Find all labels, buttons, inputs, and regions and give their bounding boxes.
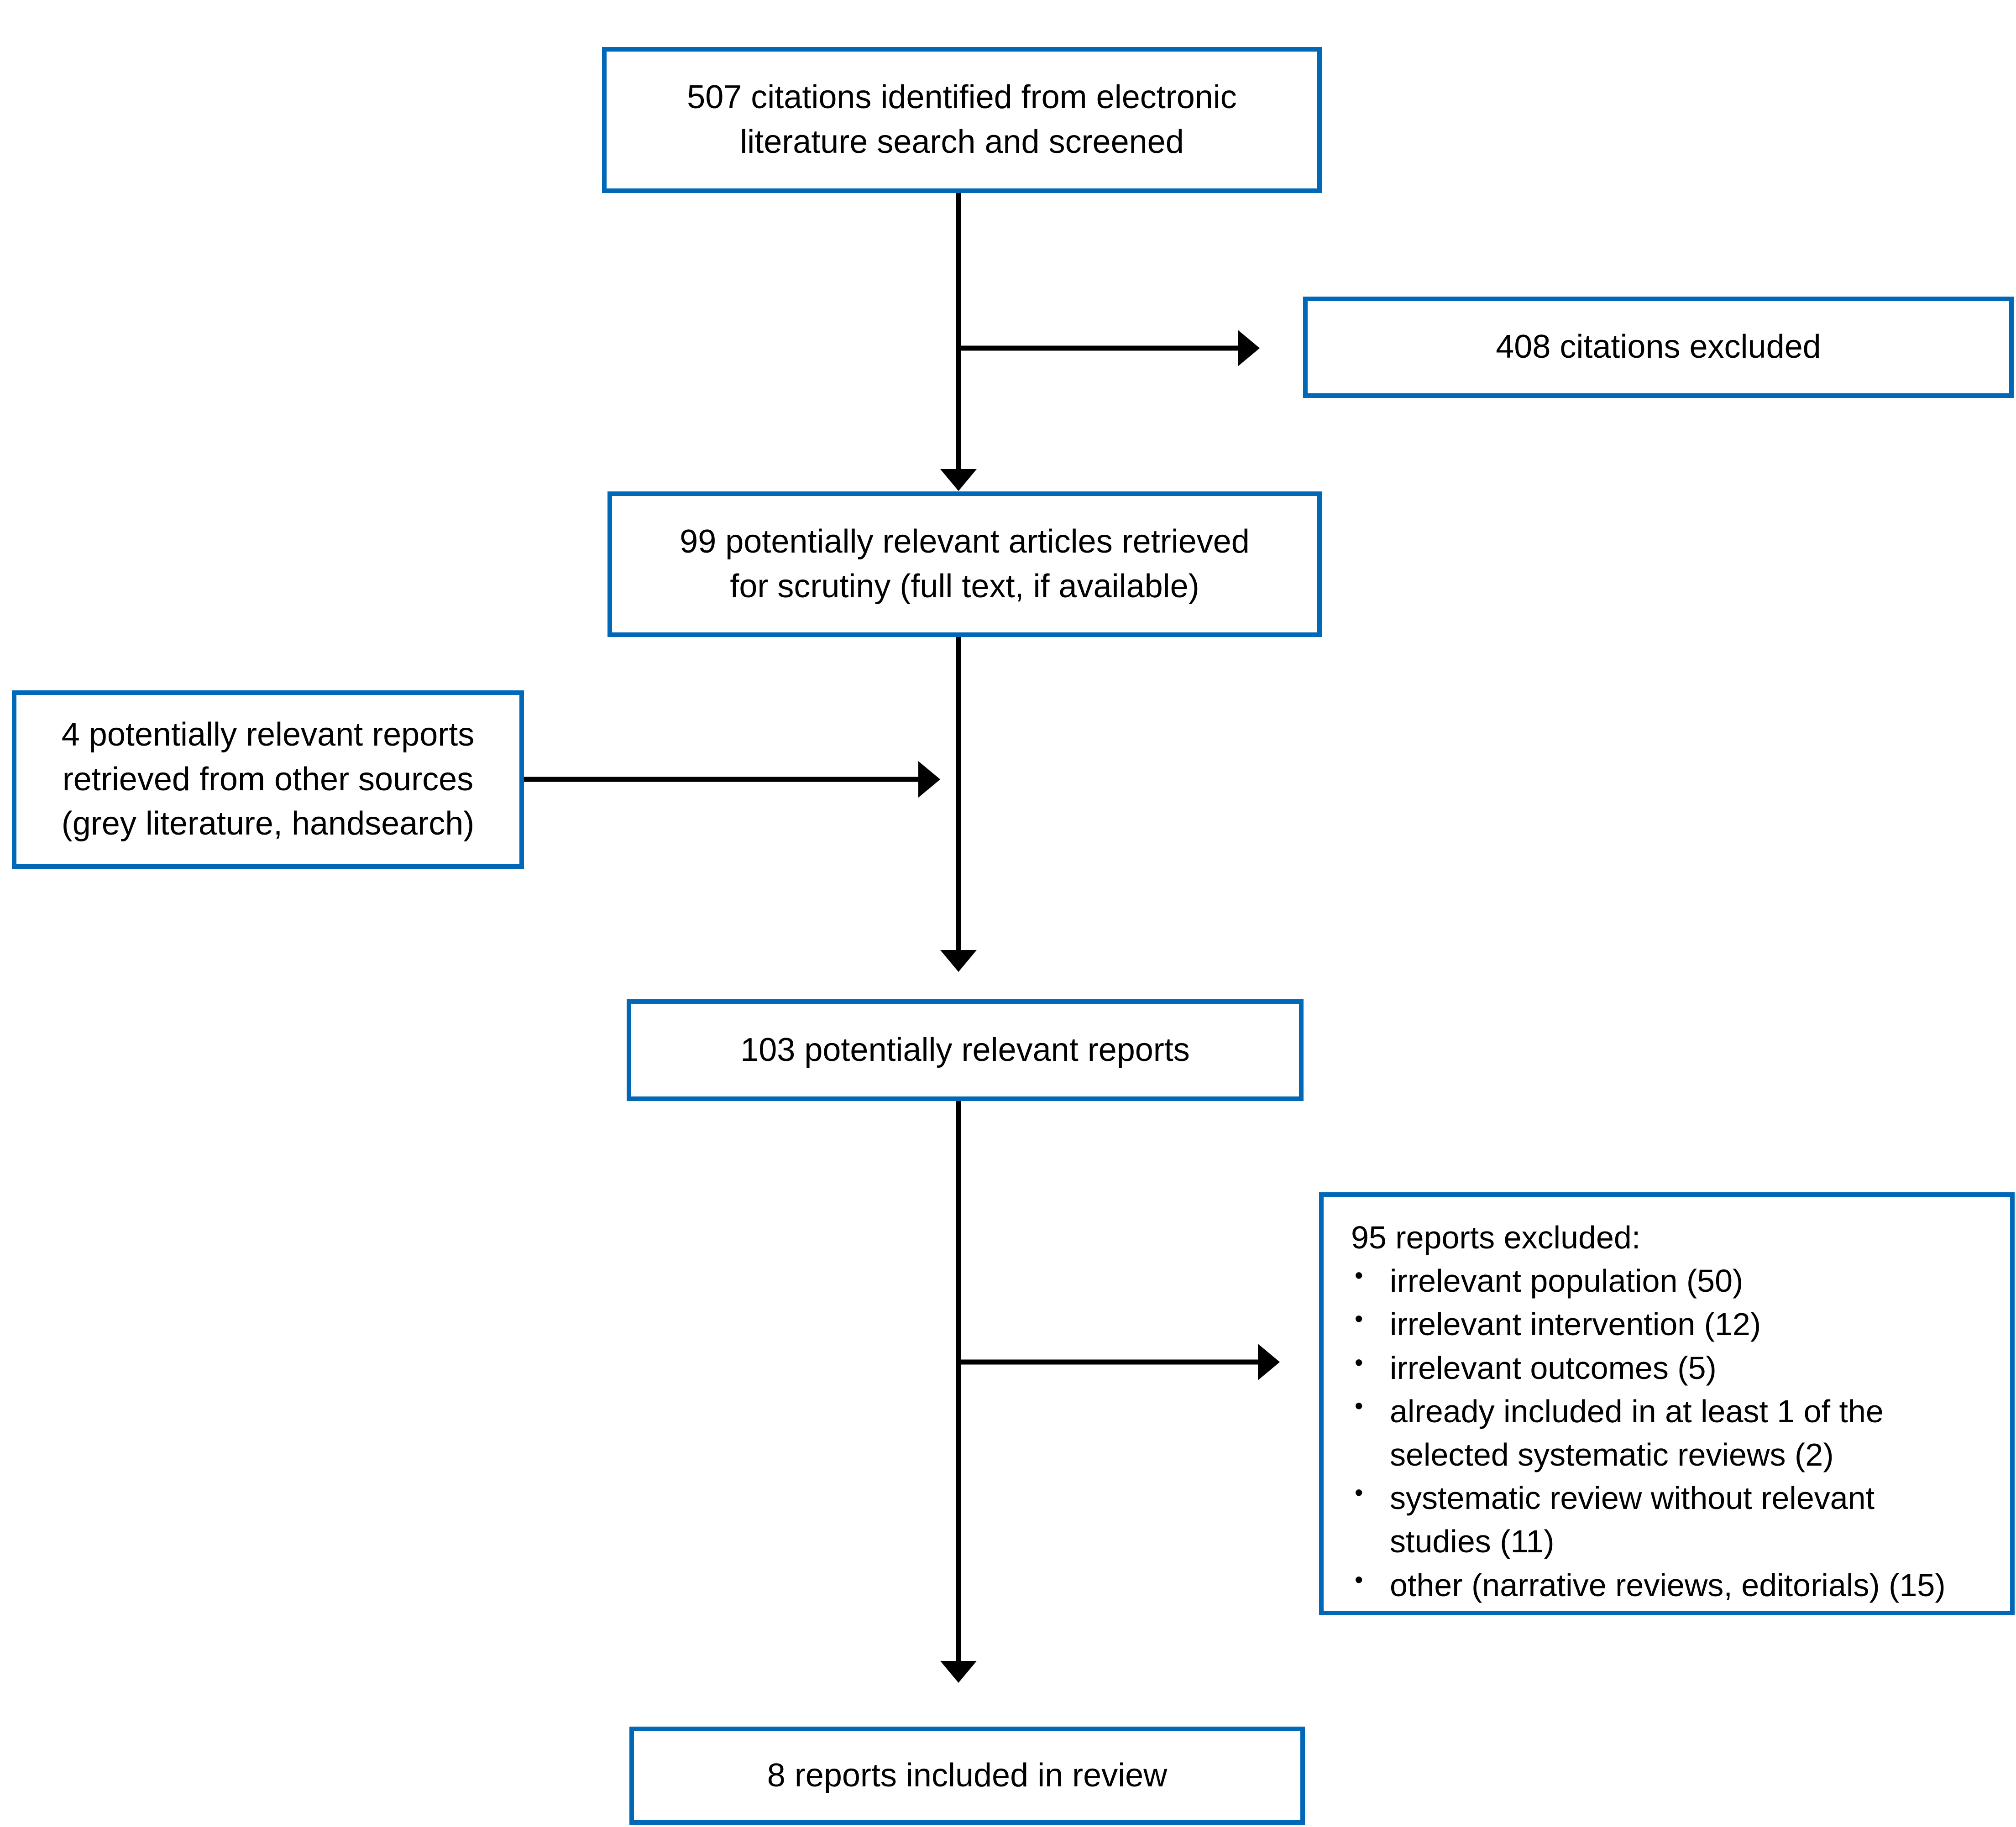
bullet-icon: • bbox=[1355, 1262, 1363, 1289]
exclusion-reason-text: irrelevant population (50) bbox=[1390, 1263, 1744, 1299]
box-citations-excluded-text: 408 citations excluded bbox=[1496, 329, 1821, 365]
bullet-icon: • bbox=[1355, 1305, 1363, 1333]
bullet-icon: • bbox=[1355, 1479, 1363, 1507]
box-combined-reports: 103 potentially relevant reports bbox=[627, 999, 1304, 1101]
exclusion-reason-item: • other (narrative reviews, editorials) … bbox=[1351, 1564, 1992, 1607]
bullet-icon: • bbox=[1355, 1392, 1363, 1420]
exclusion-reason-item: • irrelevant outcomes (5) bbox=[1351, 1347, 1992, 1390]
reports-excluded-bullet-list: • irrelevant population (50) • irrelevan… bbox=[1351, 1259, 1992, 1607]
arrowhead-down-to-retrieved bbox=[940, 469, 977, 491]
exclusion-reason-item: • already included in at least 1 of the … bbox=[1351, 1390, 1992, 1477]
box-combined-reports-text: 103 potentially relevant reports bbox=[740, 1031, 1190, 1068]
arrowhead-down-to-included bbox=[940, 1661, 977, 1683]
reports-excluded-title: 95 reports excluded: bbox=[1351, 1220, 1641, 1255]
exclusion-reason-item: • irrelevant intervention (12) bbox=[1351, 1303, 1992, 1346]
box-articles-retrieved-text: 99 potentially relevant articles retriev… bbox=[680, 523, 1250, 605]
arrowhead-right-to-citations-excluded bbox=[1238, 330, 1260, 366]
exclusion-reason-text: already included in at least 1 of the se… bbox=[1390, 1393, 1884, 1472]
arrowhead-right-to-reports-excluded bbox=[1258, 1344, 1280, 1380]
exclusion-reason-text: irrelevant outcomes (5) bbox=[1390, 1350, 1717, 1386]
box-reports-included-text: 8 reports included in review bbox=[767, 1757, 1168, 1794]
bullet-icon: • bbox=[1355, 1566, 1363, 1593]
arrowhead-down-to-combined bbox=[940, 950, 977, 972]
exclusion-reason-item: • irrelevant population (50) bbox=[1351, 1259, 1992, 1303]
box-other-sources-text: 4 potentially relevant reports retrieved… bbox=[61, 716, 475, 842]
arrowhead-right-from-other-sources bbox=[918, 761, 940, 798]
box-other-sources: 4 potentially relevant reports retrieved… bbox=[12, 690, 524, 869]
box-citations-excluded: 408 citations excluded bbox=[1303, 297, 2014, 398]
exclusion-reason-item: • systematic review without relevant stu… bbox=[1351, 1477, 1992, 1563]
bullet-icon: • bbox=[1355, 1349, 1363, 1376]
exclusion-reason-text: systematic review without relevant studi… bbox=[1390, 1480, 1875, 1560]
box-citations-identified-text: 507 citations identified from electronic… bbox=[687, 79, 1237, 160]
exclusion-reason-text: irrelevant intervention (12) bbox=[1390, 1306, 1761, 1342]
box-articles-retrieved: 99 potentially relevant articles retriev… bbox=[607, 491, 1322, 637]
box-reports-included: 8 reports included in review bbox=[629, 1727, 1305, 1825]
box-reports-excluded: 95 reports excluded: • irrelevant popula… bbox=[1319, 1192, 2015, 1615]
box-citations-identified: 507 citations identified from electronic… bbox=[602, 47, 1322, 193]
exclusion-reason-text: other (narrative reviews, editorials) (1… bbox=[1390, 1567, 1946, 1603]
